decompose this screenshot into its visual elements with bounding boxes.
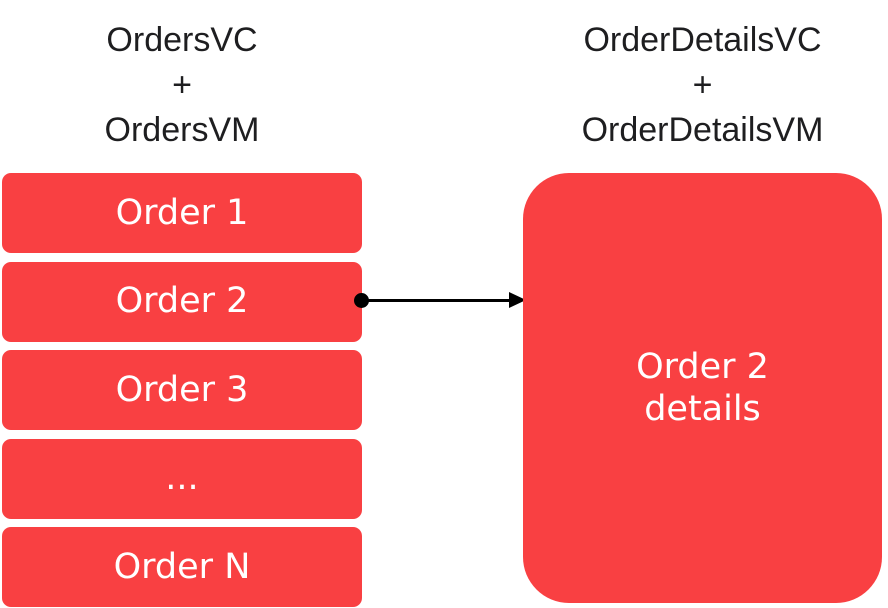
orders-vc-label: OrdersVC [106, 21, 258, 59]
order-cell-3: Order 3 [2, 350, 362, 430]
order-details-vm-label: OrderDetailsVM [581, 111, 824, 149]
order-details-vc-label: OrderDetailsVC [583, 21, 822, 59]
plus-sign: + [172, 66, 192, 104]
connector-arrowhead-icon [509, 291, 526, 308]
order-cell-1: Order 1 [2, 173, 362, 253]
order-cell-n: Order N [2, 527, 362, 607]
orders-vm-label: OrdersVM [104, 111, 260, 149]
order-details-panel-label: Order 2 details [636, 347, 769, 429]
orders-column-title: OrdersVC + OrdersVM [0, 18, 364, 153]
order-cell-2: Order 2 [2, 261, 362, 342]
orders-list: Order 1 Order 2 Order 3 ... Order N [2, 173, 362, 607]
order-details-panel: Order 2 details [523, 173, 882, 603]
connector-line [361, 298, 512, 302]
order-cell-ellipsis: ... [2, 438, 362, 519]
plus-sign: + [692, 66, 713, 104]
order-details-column-title: OrderDetailsVC + OrderDetailsVM [520, 18, 885, 153]
